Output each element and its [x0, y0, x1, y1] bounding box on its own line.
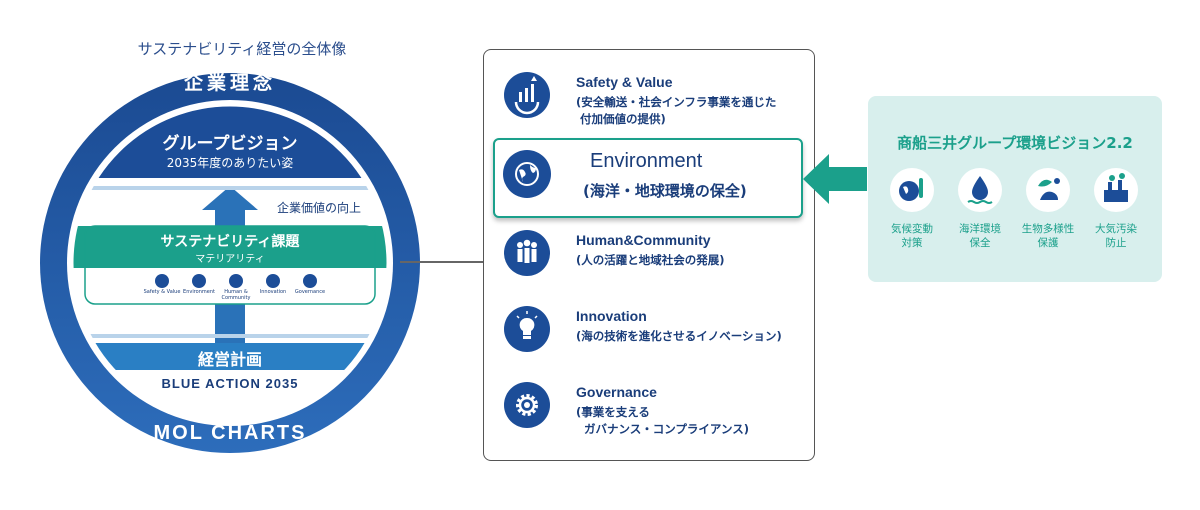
mol-charts-circle [40, 73, 420, 453]
item-sub: (安全輸送・社会インフラ事業を通じた付加価値の提供) [576, 95, 777, 126]
environment-sub: (海洋・地球環境の保全) [583, 182, 747, 200]
globe-icon [503, 150, 551, 198]
ring-top-label: 企業理念 [183, 72, 276, 94]
mini-label-safety: Safety & Value [143, 289, 181, 295]
materiality-card: Safety & Value (安全輸送・社会インフラ事業を通じた付加価値の提供… [483, 49, 815, 461]
item-sub: (人の活躍と地域社会の発展) [576, 253, 725, 267]
materiality-label: マテリアリティ [195, 254, 265, 265]
panel-item-climate: 気候変動対策 [882, 168, 942, 250]
panel-title: 商船三井グループ環境ビジョン2.2 [897, 134, 1133, 152]
panel-item-line2: 対策 [901, 237, 923, 249]
sustainability-issues-label: サステナビリティ課題 [160, 234, 300, 250]
water-drop-icon [958, 168, 1002, 212]
people-icon [504, 230, 550, 276]
item-title: Human&Community [576, 232, 711, 248]
wildlife-icon [1026, 168, 1070, 212]
chart-arrows-icon [504, 72, 550, 118]
management-plan-label: 経営計画 [197, 350, 262, 369]
up-arrow [202, 186, 258, 210]
lightbulb-icon [504, 306, 550, 352]
panel-item-line1: 大気汚染 [1095, 223, 1137, 235]
panel-item-marine: 海洋環境保全 [950, 168, 1010, 250]
item-title: Innovation [576, 308, 647, 324]
item-title: Governance [576, 384, 657, 400]
mini-label-human: Human & Community [221, 289, 251, 301]
left-arrow-icon [803, 154, 867, 204]
item-title: Safety & Value [576, 74, 673, 90]
panel-item-line2: 防止 [1105, 237, 1127, 249]
item-governance: Governance (事業を支えるガバナンス・コンプライアンス) [484, 370, 814, 440]
connector-line [400, 261, 483, 263]
mini-label-innovation: Innovation [259, 289, 287, 295]
gear-icon [504, 382, 550, 428]
mini-label-governance: Governance [294, 289, 326, 295]
blue-action-label: BLUE ACTION 2035 [161, 376, 299, 391]
value-up-label: 企業価値の向上 [277, 201, 362, 215]
panel-item-line2: 保護 [1037, 237, 1059, 249]
panel-item-line1: 生物多様性 [1021, 223, 1075, 235]
panel-item-line1: 気候変動 [891, 223, 933, 235]
mini-label-environment: Environment [183, 289, 215, 295]
thermometer-globe-icon [890, 168, 934, 212]
group-vision-label: グループビジョン [162, 134, 298, 154]
ring-bottom-label: MOL CHARTS [153, 422, 307, 444]
panel-item-biodiversity: 生物多様性保護 [1018, 168, 1078, 250]
item-innovation: Innovation (海の技術を進化させるイノベーション) [484, 294, 814, 364]
factory-icon [1094, 168, 1138, 212]
panel-item-air: 大気汚染防止 [1086, 168, 1146, 250]
item-sub: (海の技術を進化させるイノベーション) [576, 329, 782, 343]
panel-item-line2: 保全 [969, 237, 991, 249]
item-sub: (事業を支えるガバナンス・コンプライアンス) [576, 405, 749, 436]
panel-item-line1: 海洋環境 [959, 223, 1001, 235]
diagram-title: サステナビリティ経営の全体像 [137, 40, 347, 58]
item-safety-value: Safety & Value (安全輸送・社会インフラ事業を通じた付加価値の提供… [484, 60, 814, 130]
sustainability-band [72, 226, 388, 268]
group-vision-sub: 2035年度のありたい姿 [166, 156, 294, 170]
mini-icons [155, 274, 317, 288]
item-human-community: Human&Community (人の活躍と地域社会の発展) [484, 218, 814, 288]
environment-title: Environment [590, 150, 703, 172]
